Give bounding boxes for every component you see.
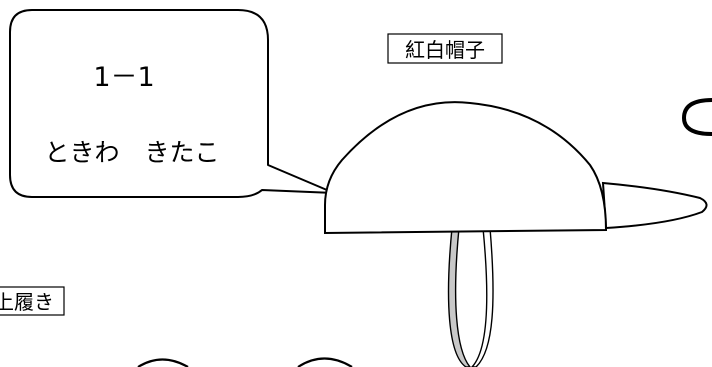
shoes-label-text: 上履き (0, 290, 54, 314)
hat-brim (601, 181, 708, 230)
hat-label-text: 紅白帽子 (405, 38, 485, 62)
shoes-partial (137, 357, 353, 367)
hat-label-box (387, 33, 503, 64)
hat-strap (447, 227, 494, 367)
shoes-label-box (0, 286, 65, 316)
callout-name-text: ときわ きたこ (44, 138, 219, 167)
callout-bubble (9, 9, 335, 198)
ring-partial (681, 98, 712, 136)
hat-dome (324, 101, 608, 235)
callout-class-text: 1－1 (93, 62, 154, 93)
